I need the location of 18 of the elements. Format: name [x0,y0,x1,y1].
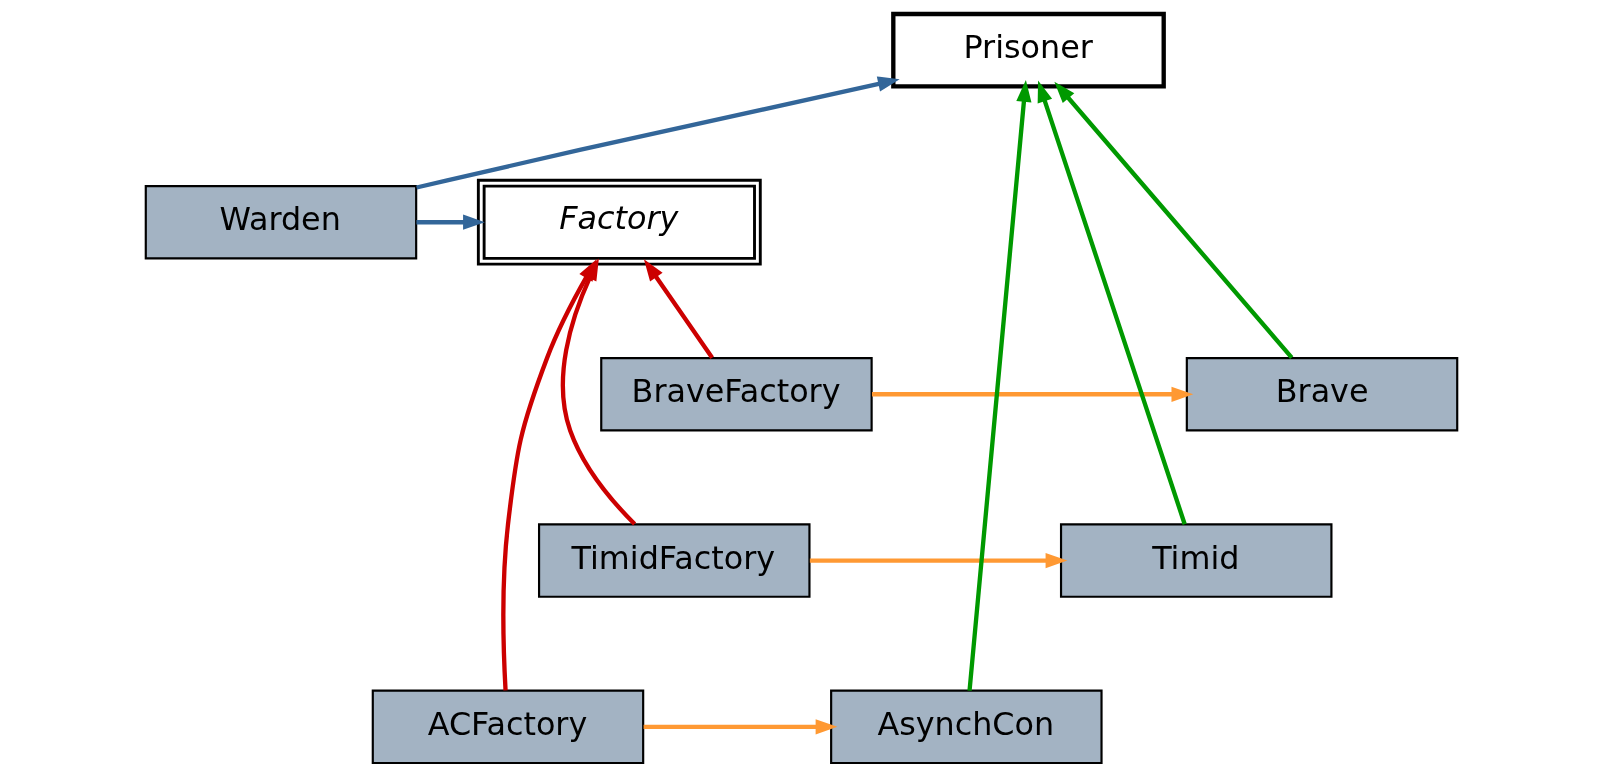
arrow [415,76,900,190]
node-box: Warden [144,185,417,260]
node-box: Brave [1185,357,1458,432]
arrow [415,214,485,230]
arrow [643,719,837,735]
arrow [1037,80,1187,525]
node-box: BraveFactory [599,357,873,432]
node-box: Prisoner [890,11,1166,89]
arrow [871,386,1193,402]
arrow [1053,81,1293,359]
arrow [966,80,1031,691]
node-box: Timid [1059,523,1332,598]
node-box: TimidFactory [537,523,811,598]
arrow [809,552,1067,569]
node-box: ACFactory [371,689,644,765]
node-box: Factory [476,178,762,266]
node-box: AsynchCon [829,689,1103,765]
arrow [643,259,714,360]
